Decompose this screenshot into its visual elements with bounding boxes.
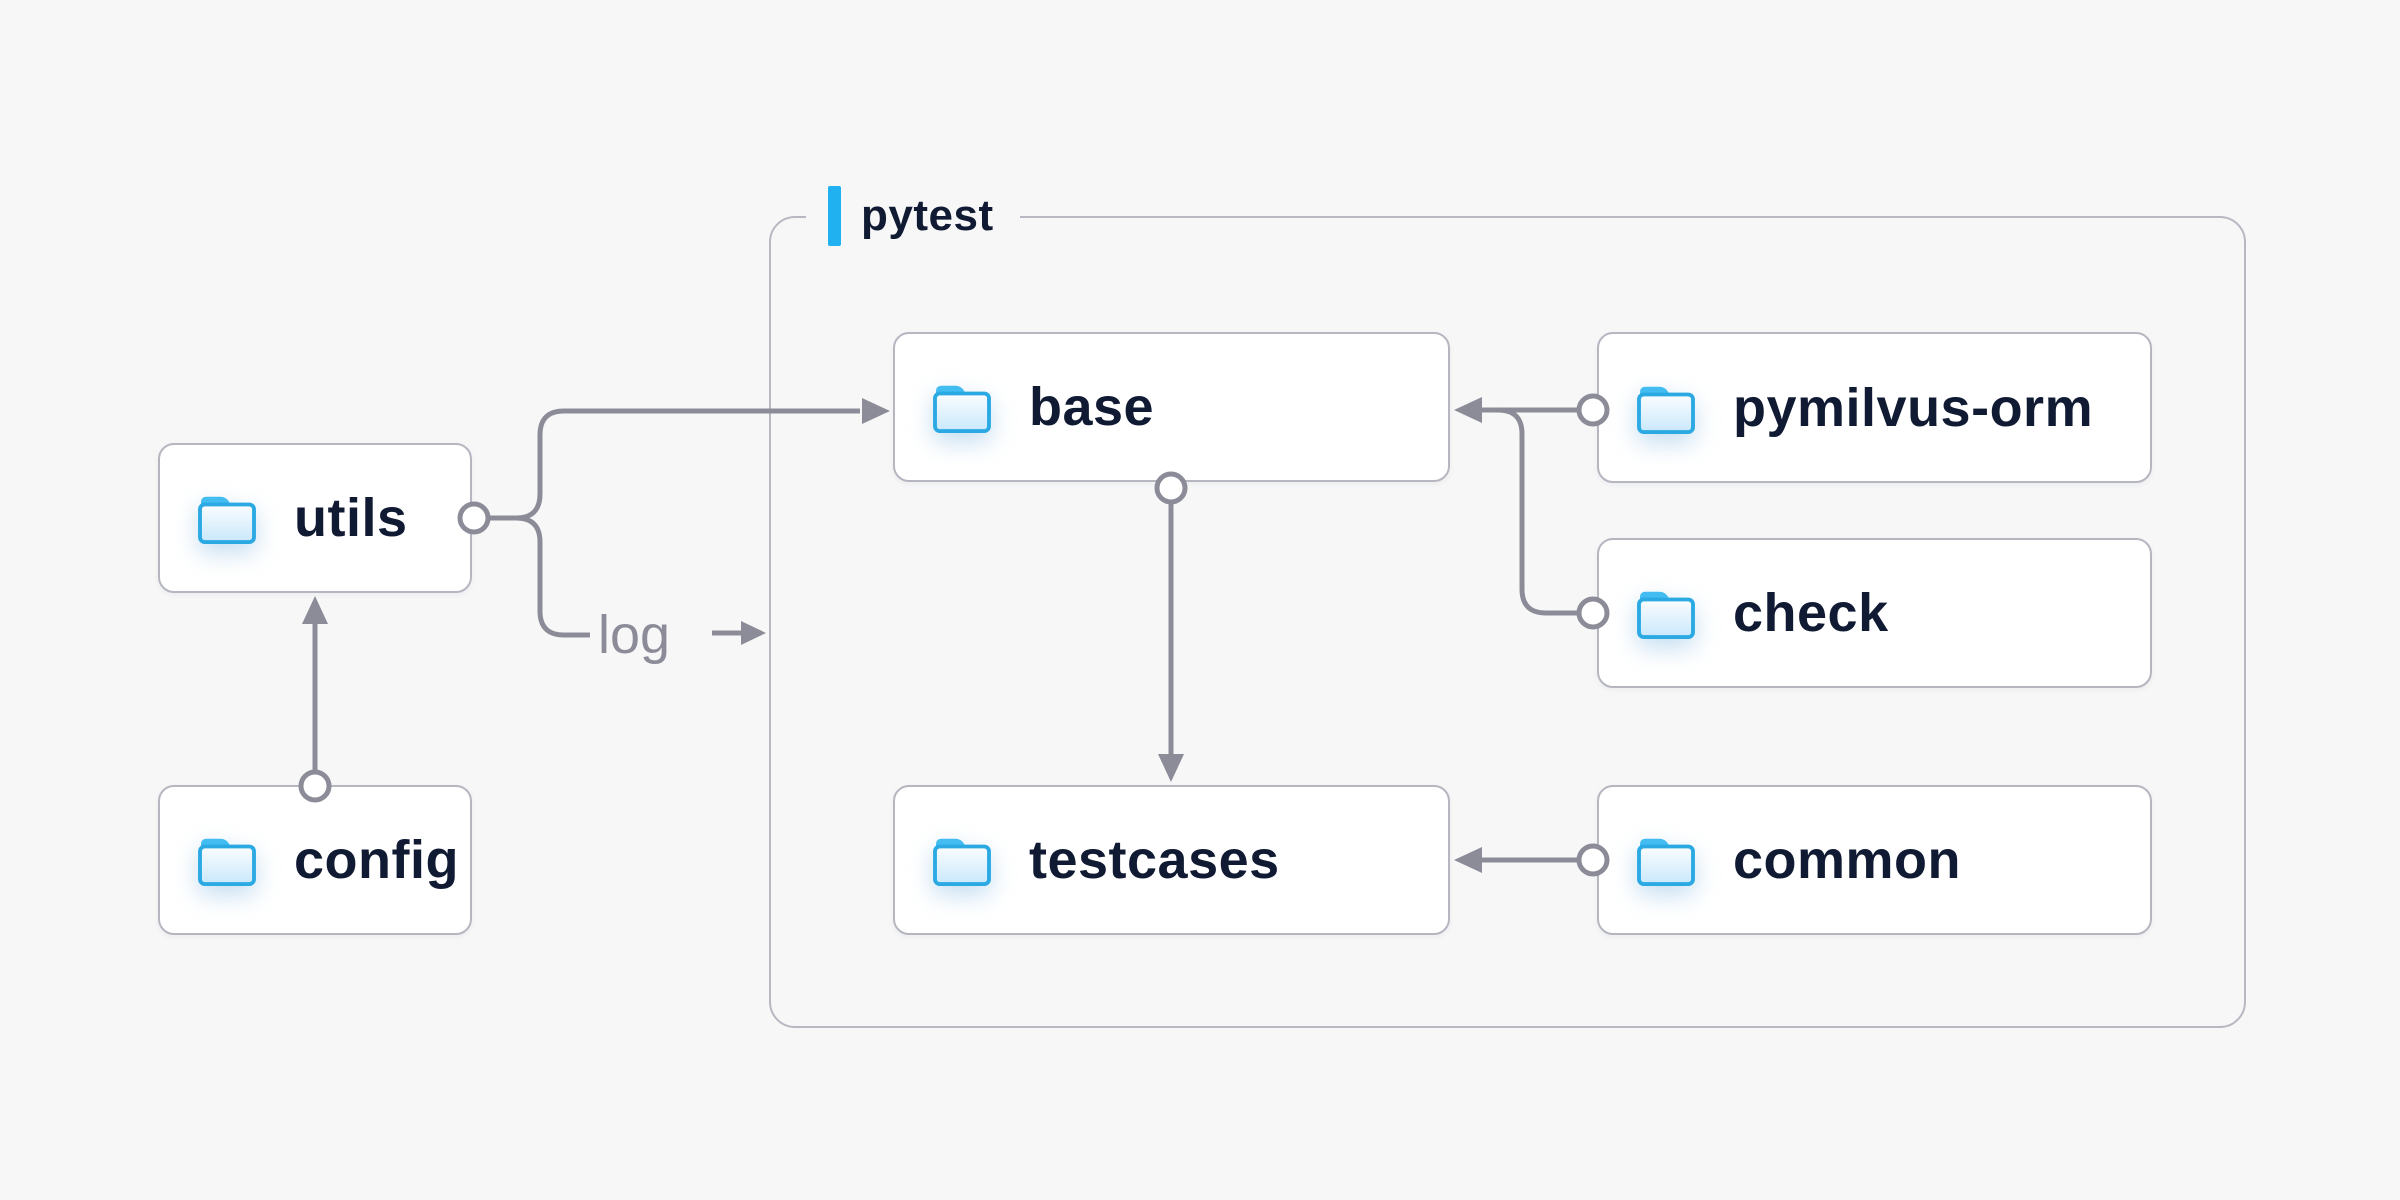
node-label: base [1029,377,1155,437]
node-testcases: testcases [893,785,1450,935]
arrowhead-log [741,621,766,645]
edge-label-log: log [598,605,671,665]
pytest-group-title: pytest [861,191,994,240]
node-common: common [1597,785,2152,935]
folder-icon [1635,586,1697,640]
pytest-group-box [769,216,2246,1028]
folder-icon [196,833,258,887]
node-label: utils [294,488,408,548]
node-config: config [158,785,472,935]
edge-utils-log [515,515,590,638]
node-base: base [893,332,1450,482]
folder-icon [1635,381,1697,435]
node-label: check [1733,583,1889,643]
node-pymilvus-orm: pymilvus-orm [1597,332,2152,483]
pytest-group-label: pytest [806,186,1020,246]
node-utils: utils [158,443,472,593]
arrowhead-into-utils [302,596,328,624]
folder-icon [196,491,258,545]
folder-icon [931,380,993,434]
node-label: testcases [1029,830,1280,890]
folder-icon [1635,833,1697,887]
accent-bar [828,186,841,246]
folder-icon [931,833,993,887]
node-check: check [1597,538,2152,688]
node-label: config [294,830,459,890]
node-label: common [1733,830,1962,890]
node-label: pymilvus-orm [1733,377,2094,438]
